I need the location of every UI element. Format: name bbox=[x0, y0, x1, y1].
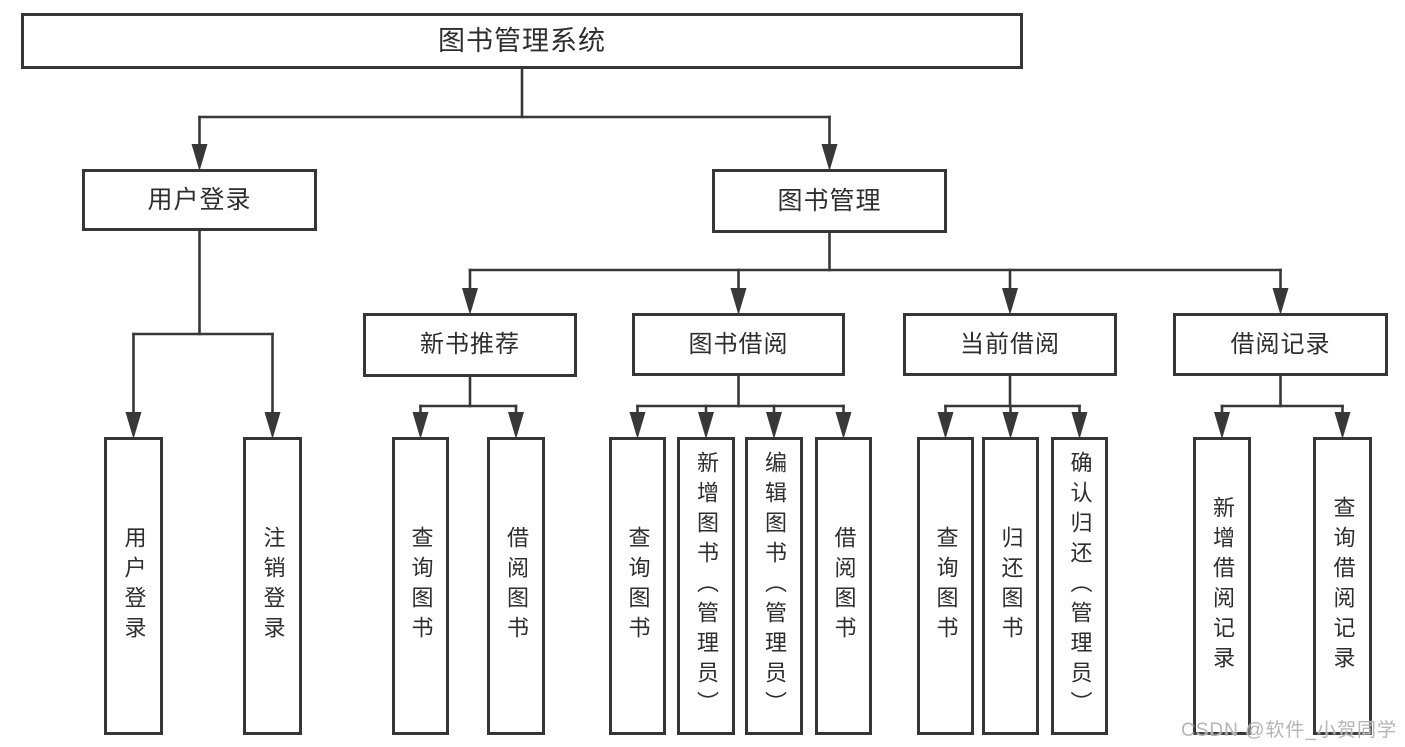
node-label: 新书推荐 bbox=[420, 331, 520, 358]
arrowhead-icon bbox=[766, 412, 782, 439]
node-cb-return-books: 归还图书 bbox=[982, 437, 1039, 735]
arrowhead-icon bbox=[1334, 412, 1351, 439]
node-label: 用户登录 bbox=[121, 526, 147, 646]
arrowhead-icon bbox=[1071, 412, 1088, 439]
arrowhead-icon bbox=[191, 144, 208, 171]
node-bb-add-books: 新增图书（管理员） bbox=[677, 437, 735, 735]
node-label: 图书借阅 bbox=[688, 330, 789, 358]
node-cb-query-books: 查询图书 bbox=[917, 437, 974, 735]
node-logout: 注销登录 bbox=[243, 437, 302, 735]
node-current-borrowing: 当前借阅 bbox=[903, 313, 1117, 376]
node-book-borrowing: 图书借阅 bbox=[632, 313, 845, 376]
node-bb-edit-books: 编辑图书（管理员） bbox=[745, 437, 803, 735]
node-root: 图书管理系统 bbox=[21, 13, 1023, 69]
node-bb-borrow-books: 借阅图书 bbox=[815, 437, 872, 735]
arrowhead-icon bbox=[1002, 412, 1019, 439]
arrowhead-icon bbox=[835, 412, 852, 439]
node-label: 查询图书 bbox=[625, 526, 651, 646]
node-label: 借阅图书 bbox=[504, 526, 529, 646]
node-label: 借阅图书 bbox=[831, 526, 857, 646]
node-label: 图书管理 bbox=[777, 186, 882, 215]
node-br-add-record: 新增借阅记录 bbox=[1193, 437, 1251, 735]
arrowhead-icon bbox=[821, 144, 838, 171]
arrowhead-icon bbox=[698, 412, 714, 439]
node-user-login: 用户登录 bbox=[82, 169, 317, 231]
node-label: 借阅记录 bbox=[1230, 330, 1331, 358]
arrowhead-icon bbox=[937, 412, 954, 439]
arrowhead-icon bbox=[462, 288, 478, 315]
node-label: 确认归还（管理员） bbox=[1067, 451, 1093, 721]
node-label: 用户登录 bbox=[147, 185, 252, 214]
arrowhead-icon bbox=[1272, 288, 1289, 315]
node-label: 注销登录 bbox=[260, 526, 286, 646]
node-label: 查询图书 bbox=[408, 526, 434, 646]
node-cb-confirm-return: 确认归还（管理员） bbox=[1051, 437, 1108, 735]
node-label: 查询借阅记录 bbox=[1330, 496, 1356, 676]
arrowhead-icon bbox=[412, 412, 429, 439]
arrowhead-icon bbox=[629, 412, 646, 439]
node-label: 编辑图书（管理员） bbox=[762, 451, 787, 721]
node-nbr-borrow-books: 借阅图书 bbox=[487, 437, 545, 735]
arrowhead-icon bbox=[730, 288, 747, 315]
arrowhead-icon bbox=[125, 412, 142, 439]
node-bb-query-books: 查询图书 bbox=[609, 437, 666, 735]
arrowhead-icon bbox=[1214, 412, 1230, 439]
node-label: 新增图书（管理员） bbox=[694, 451, 719, 721]
node-label: 查询图书 bbox=[933, 526, 959, 646]
watermark: CSDN @软件_小贺同学 bbox=[1181, 720, 1397, 741]
node-nbr-query-books: 查询图书 bbox=[392, 437, 449, 735]
arrowhead-icon bbox=[508, 412, 524, 439]
node-login: 用户登录 bbox=[104, 437, 163, 735]
node-label: 归还图书 bbox=[998, 526, 1024, 646]
node-label: 图书管理系统 bbox=[438, 25, 606, 56]
arrowhead-icon bbox=[264, 412, 281, 439]
node-label: 当前借阅 bbox=[960, 330, 1060, 358]
node-label: 新增借阅记录 bbox=[1210, 496, 1235, 676]
node-borrowing-records: 借阅记录 bbox=[1173, 313, 1388, 376]
node-new-book-recommend: 新书推荐 bbox=[363, 313, 577, 377]
node-br-query-record: 查询借阅记录 bbox=[1313, 437, 1372, 735]
arrowhead-icon bbox=[1002, 288, 1018, 315]
node-book-management: 图书管理 bbox=[712, 169, 947, 233]
